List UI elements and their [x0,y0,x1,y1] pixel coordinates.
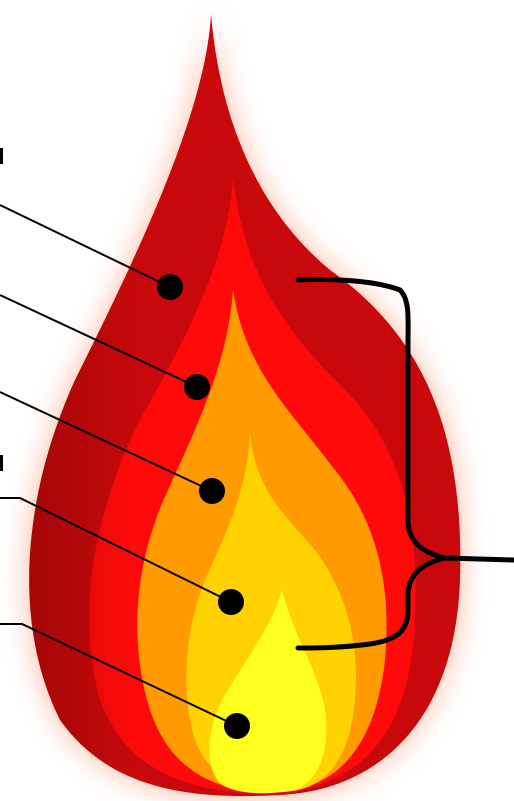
marker-second-layer [184,374,210,400]
flame-shading [29,14,460,796]
label-stub-1 [0,148,3,164]
marker-outer-layer [157,274,183,300]
label-stub-4 [0,455,3,471]
marker-third-layer [199,478,225,504]
marker-inner-core [224,713,250,739]
marker-fourth-layer [218,589,244,615]
